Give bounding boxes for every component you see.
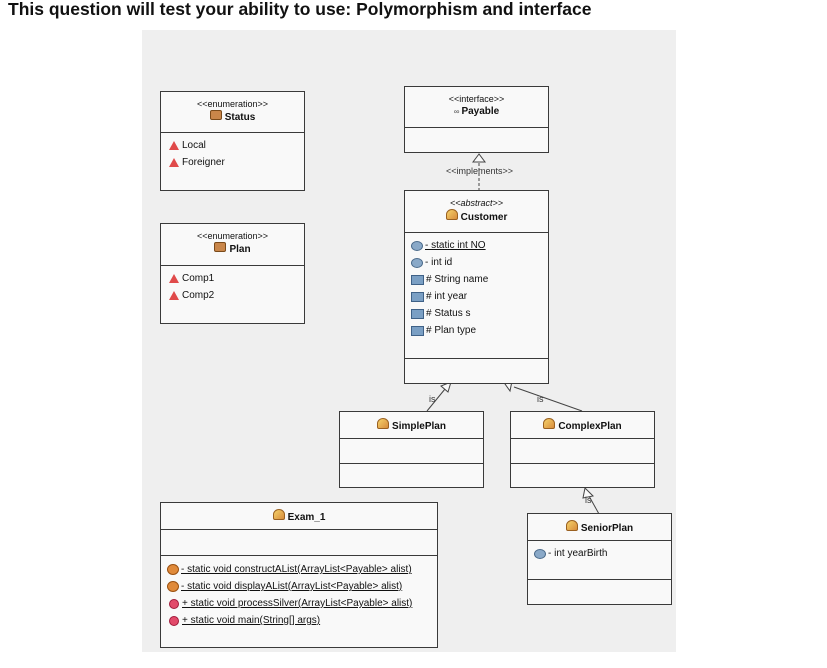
- method-item: - static void displayAList(ArrayList<Pay…: [167, 578, 437, 595]
- static-field-icon: [534, 548, 546, 559]
- class-name: Status: [224, 112, 256, 123]
- protected-field-icon: [411, 274, 424, 285]
- uml-diagram: <<implements>> is is is <<enumeration>> …: [142, 30, 676, 652]
- is-label-complex: is: [537, 394, 544, 404]
- field-item: - static int NO: [411, 237, 548, 254]
- class-name: Exam_1: [287, 512, 326, 523]
- class-box-plan[interactable]: <<enumeration>> Plan Comp1 Comp2: [160, 223, 305, 324]
- enum-constant-icon: [169, 274, 179, 283]
- stereotype-label: <<enumeration>>: [196, 231, 269, 241]
- static-method-icon: [167, 564, 179, 575]
- is-label-senior: is: [585, 495, 592, 505]
- class-name: Customer: [460, 212, 508, 223]
- method-item: + static void processSilver(ArrayList<Pa…: [167, 595, 437, 612]
- stereotype-label: <<enumeration>>: [196, 99, 269, 109]
- relationship-lines: [426, 153, 600, 515]
- field-item: # int year: [411, 288, 548, 305]
- public-method-icon: [169, 598, 179, 609]
- class-box-payable[interactable]: <<interface>> ∞Payable: [404, 86, 549, 153]
- protected-field-icon: [411, 325, 424, 336]
- enum-constant-icon: [169, 291, 179, 300]
- enum-constant: Comp1: [167, 270, 304, 287]
- protected-field-icon: [411, 291, 424, 302]
- enum-constant: Foreigner: [167, 154, 304, 171]
- public-method-icon: [169, 615, 179, 626]
- class-box-simpleplan[interactable]: SimplePlan: [339, 411, 484, 488]
- static-method-icon: [167, 581, 179, 592]
- class-name: ComplexPlan: [558, 421, 622, 432]
- class-icon: [377, 418, 390, 429]
- field-item: - int id: [411, 254, 548, 271]
- class-box-customer[interactable]: <<abstract>> Customer - static int NO - …: [404, 190, 549, 384]
- class-box-status[interactable]: <<enumeration>> Status Local Foreigner: [160, 91, 305, 191]
- is-label-simple: is: [429, 394, 436, 404]
- field-item: # Plan type: [411, 322, 548, 339]
- class-name: Plan: [229, 244, 251, 255]
- page-heading: This question will test your ability to …: [8, 0, 592, 19]
- static-field-icon: [411, 240, 423, 251]
- class-name: SimplePlan: [392, 421, 446, 432]
- class-box-exam[interactable]: Exam_1 - static void constructAList(Arra…: [160, 502, 438, 648]
- package-icon: [214, 242, 227, 252]
- stereotype-label: <<interface>>: [448, 94, 505, 104]
- field-item: # String name: [411, 271, 548, 288]
- static-field-icon: [411, 257, 423, 268]
- enum-constant: Comp2: [167, 287, 304, 304]
- protected-field-icon: [411, 308, 424, 319]
- method-item: - static void constructAList(ArrayList<P…: [167, 561, 437, 578]
- interface-icon: ∞: [453, 107, 460, 116]
- class-box-seniorplan[interactable]: SeniorPlan - int yearBirth: [527, 513, 672, 605]
- stereotype-label: <<abstract>>: [449, 198, 504, 208]
- class-name: SeniorPlan: [580, 523, 634, 534]
- implements-label: <<implements>>: [446, 166, 514, 176]
- class-box-complexplan[interactable]: ComplexPlan: [510, 411, 655, 488]
- class-icon: [543, 418, 556, 429]
- field-item: # Status s: [411, 305, 548, 322]
- enum-constant-icon: [169, 141, 179, 150]
- class-icon: [272, 509, 285, 520]
- field-item: - int yearBirth: [534, 545, 671, 562]
- class-icon: [445, 209, 458, 220]
- enum-constant-icon: [169, 158, 179, 167]
- enum-constant: Local: [167, 137, 304, 154]
- class-icon: [565, 520, 578, 531]
- class-name: Payable: [461, 106, 500, 117]
- method-item: + static void main(String[] args): [167, 612, 437, 629]
- package-icon: [209, 110, 222, 120]
